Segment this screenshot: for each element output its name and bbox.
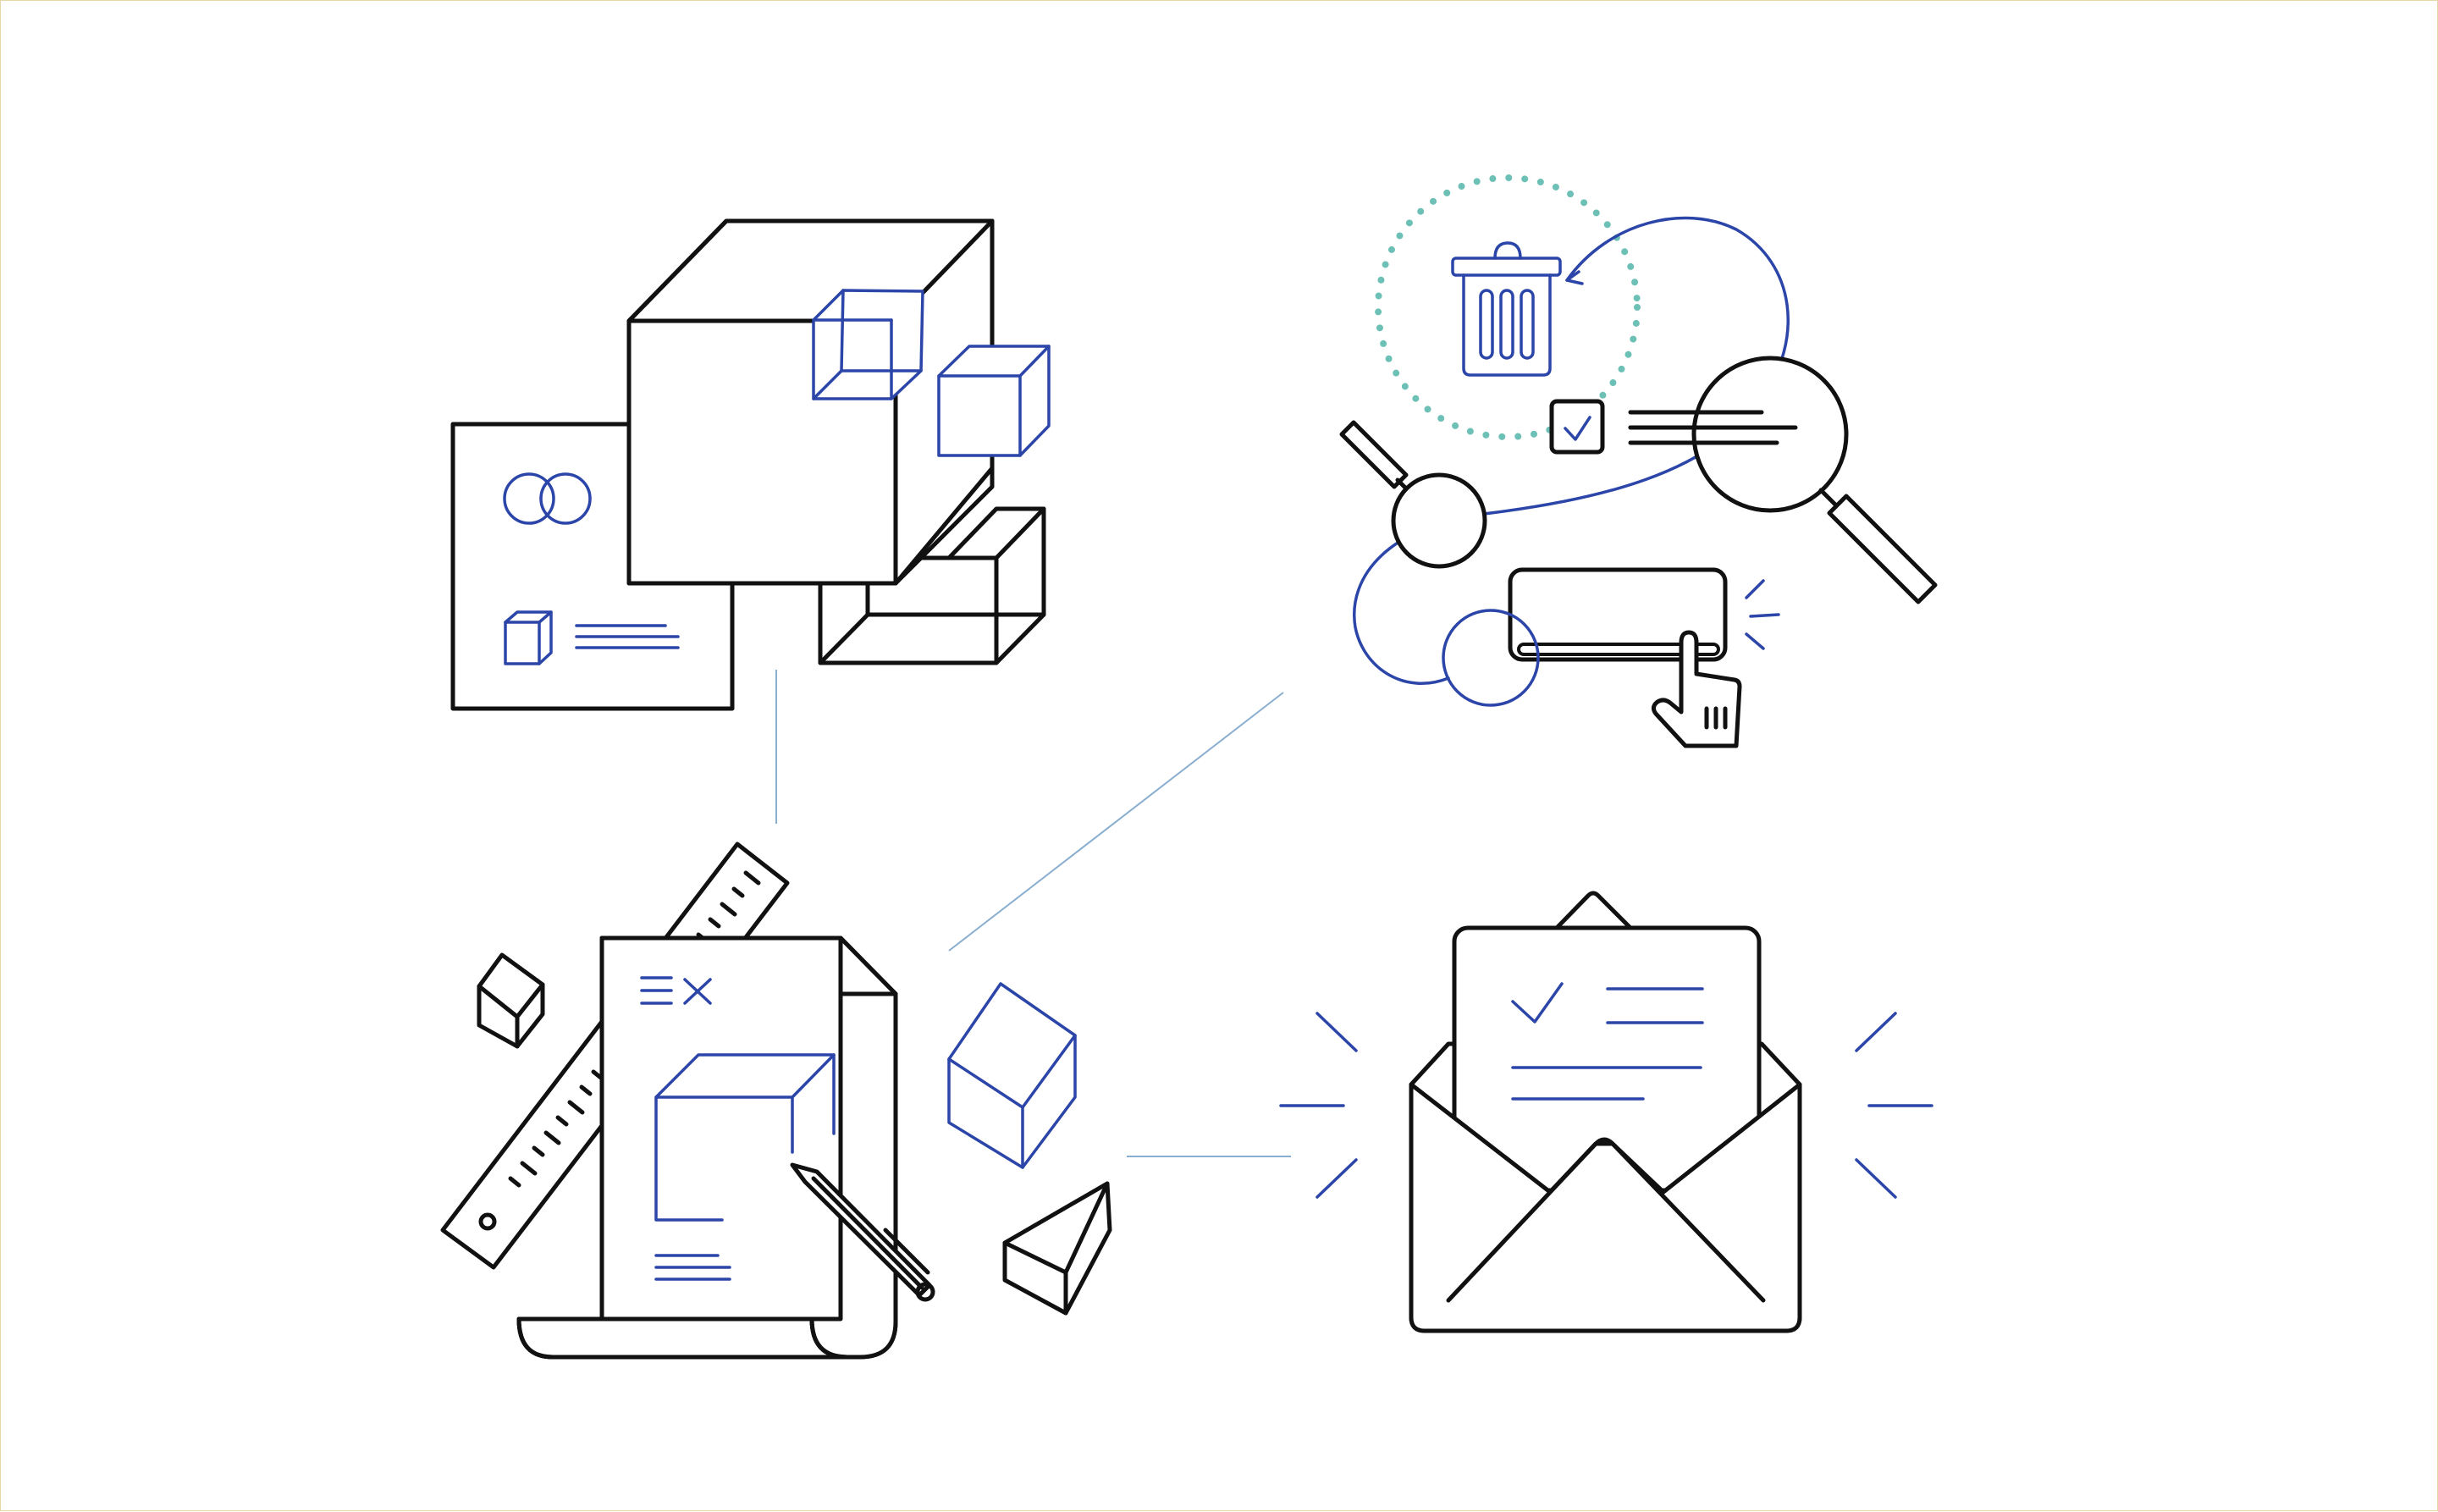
blue-cube-1 bbox=[812, 289, 924, 400]
trash-icon bbox=[1451, 241, 1562, 377]
menu-close-icon bbox=[640, 976, 712, 1005]
small-cube-icon bbox=[504, 610, 553, 665]
small-magnifier-icon bbox=[1339, 420, 1487, 569]
overlap-circle-icon-left bbox=[503, 472, 555, 525]
blue-cube-2 bbox=[937, 345, 1051, 457]
cube-cluster-illustration bbox=[450, 218, 1051, 711]
hand-pointer-icon bbox=[1651, 630, 1742, 748]
triangular-prism-icon bbox=[1002, 1181, 1112, 1316]
envelope-illustration bbox=[1279, 891, 1933, 1333]
blueprint-cube-drawing bbox=[654, 1053, 836, 1222]
click-burst-icon bbox=[1745, 579, 1780, 650]
large-magnifier-icon bbox=[1628, 356, 1938, 604]
burst-lines-right bbox=[1855, 1012, 1933, 1199]
envelope-flap bbox=[1554, 891, 1633, 930]
flow-arrow-icon bbox=[1353, 216, 1790, 685]
dotted-progress-ring bbox=[1375, 174, 1641, 440]
checkbox-icon bbox=[1549, 399, 1605, 455]
envelope-icon bbox=[1409, 1082, 1802, 1333]
pencil-icon bbox=[790, 1162, 935, 1302]
paper-scroll-icon bbox=[516, 935, 898, 1360]
text-lines bbox=[654, 1254, 731, 1281]
connector-lines bbox=[775, 670, 1291, 1157]
burst-lines-left bbox=[1279, 1012, 1358, 1199]
overlap-circle-icon-right bbox=[539, 472, 592, 525]
small-cube-icon bbox=[477, 952, 545, 1049]
blue-cube-3 bbox=[947, 982, 1077, 1169]
drafting-illustration bbox=[440, 842, 1112, 1360]
check-icon bbox=[1511, 982, 1564, 1024]
search-delete-illustration bbox=[1339, 174, 1938, 748]
button-icon bbox=[1442, 567, 1728, 707]
